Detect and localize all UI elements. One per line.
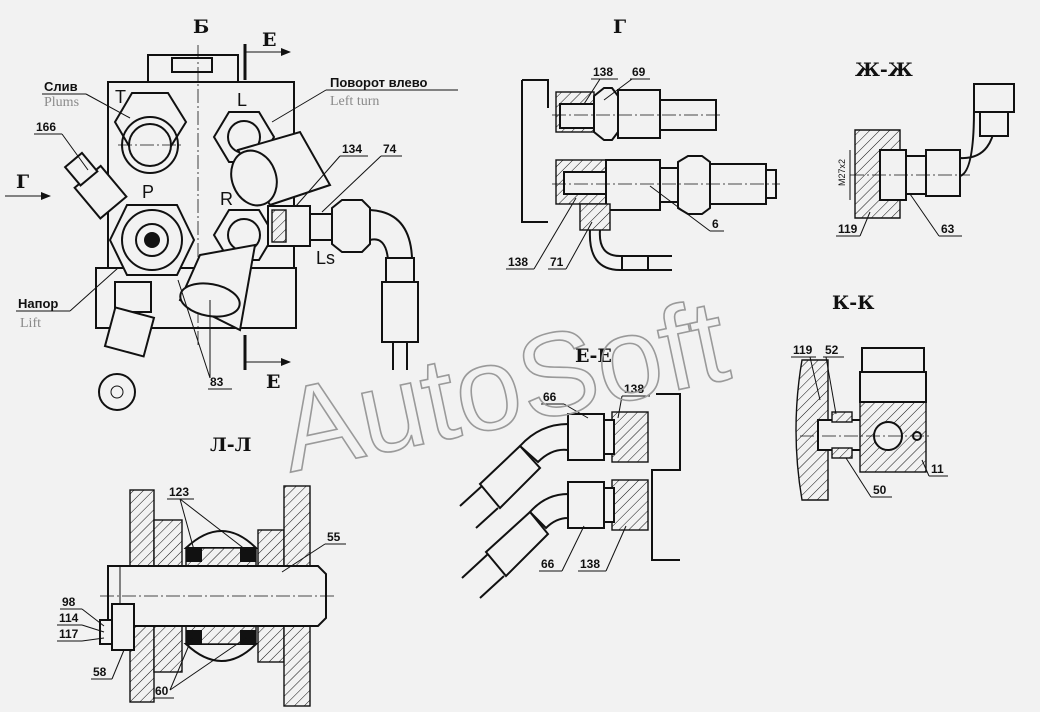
view-k: К-К 119 52 11 50 (791, 292, 948, 501)
port-p-label: P (142, 182, 154, 202)
arrow-e-bottom: Е (266, 371, 280, 393)
view-l-title: Л-Л (210, 434, 252, 456)
callout-l-114: 114 (59, 611, 79, 625)
callout-l-98: 98 (62, 595, 76, 609)
callout-zh-119: 119 (838, 222, 858, 236)
arrow-g: Г (16, 171, 29, 193)
port-r-label: R (220, 189, 233, 209)
view-l: Л-Л 123 55 98 114 (57, 434, 346, 707)
port-l-label: L (237, 90, 247, 110)
view-zh-title: Ж-Ж (855, 59, 913, 81)
callout-k-50: 50 (873, 483, 887, 497)
view-e-title: Е-Е (575, 345, 612, 367)
arrow-e-top: Е (262, 29, 276, 51)
lift-fitting (114, 281, 152, 313)
view-b-title: Б (193, 16, 209, 38)
label-drain-en: Plums (44, 95, 79, 110)
callout-83: 83 (210, 375, 224, 389)
callout-l-55: 55 (327, 530, 341, 544)
callout-e-66-bottom: 66 (541, 557, 555, 571)
label-left-turn: Поворот влево (330, 75, 428, 90)
callout-l-123: 123 (169, 485, 189, 499)
callout-e-138-bottom: 138 (580, 557, 600, 571)
view-g-title: Г (613, 16, 626, 38)
callout-e-66-top: 66 (543, 390, 557, 404)
callout-k-119: 119 (793, 343, 813, 357)
view-b: Б T L P R (5, 16, 458, 411)
callout-g-6: 6 (712, 217, 719, 231)
callout-g-69: 69 (632, 65, 646, 79)
callout-l-58: 58 (93, 665, 107, 679)
callout-l-60: 60 (155, 684, 169, 698)
callout-74: 74 (383, 142, 397, 156)
dim-m27: M27x2 (837, 159, 847, 186)
callout-g-138-top: 138 (593, 65, 613, 79)
label-drain: Слив (44, 79, 78, 94)
callout-k-11: 11 (931, 462, 944, 476)
callout-zh-63: 63 (941, 222, 955, 236)
callout-134: 134 (342, 142, 362, 156)
port-ls-label: Ls (316, 248, 335, 268)
callout-166: 166 (36, 120, 56, 134)
callout-k-52: 52 (825, 343, 839, 357)
callout-e-138-top: 138 (624, 382, 644, 396)
view-g: Г 138 69 6 138 71 (506, 16, 780, 271)
view-e: Е-Е 66 138 66 138 (459, 345, 681, 599)
view-zh: Ж-Ж M27x2 119 63 (836, 59, 1015, 237)
label-pressure: Напор (18, 296, 58, 311)
label-left-turn-en: Left turn (330, 94, 379, 109)
label-pressure-en: Lift (20, 316, 41, 331)
port-t-label: T (115, 87, 126, 107)
view-k-title: К-К (832, 292, 875, 314)
callout-g-71: 71 (550, 255, 564, 269)
callout-g-138-bottom: 138 (508, 255, 528, 269)
callout-l-117: 117 (59, 627, 79, 641)
